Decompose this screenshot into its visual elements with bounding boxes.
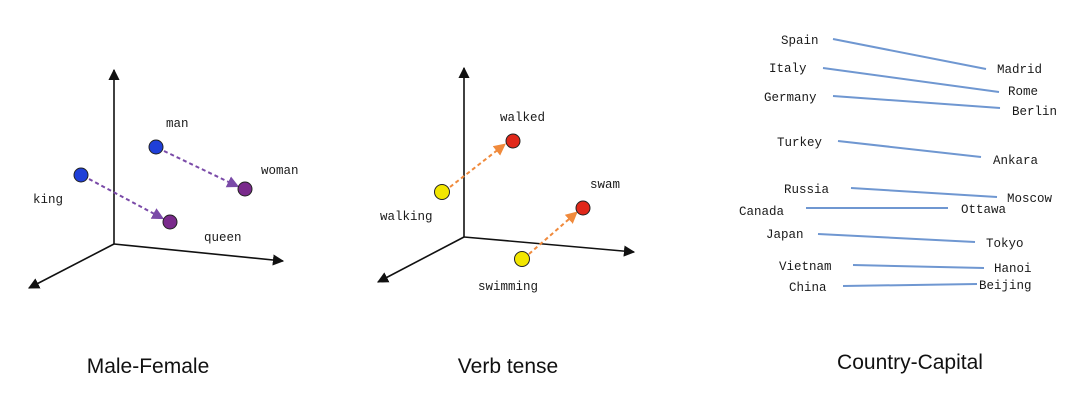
walking-walked-arrow — [449, 143, 506, 188]
male-female-depth-axis — [28, 243, 115, 289]
pair-line-japan-tokyo — [817, 233, 976, 243]
man-woman-arrow — [163, 150, 240, 188]
country-label-canada: Canada — [739, 205, 785, 219]
verb-tense-caption: Verb tense — [458, 355, 558, 378]
verb-tense-depth-axis — [377, 236, 465, 283]
capital-label-rome: Rome — [1008, 85, 1038, 99]
male-female-caption: Male-Female — [87, 355, 210, 378]
male-female-horizontal-axis — [113, 243, 285, 266]
swimming-label: swimming — [478, 280, 538, 294]
king-queen-arrow — [88, 178, 165, 220]
king-label: king — [33, 193, 63, 207]
capital-label-hanoi: Hanoi — [994, 262, 1032, 276]
pair-turkey-ankara: Turkey Ankara — [777, 136, 1039, 168]
pair-line-china-beijing — [842, 283, 978, 287]
verb-tense-axes — [377, 66, 636, 283]
swam-point — [575, 200, 591, 216]
swimming-swam-arrow — [528, 211, 578, 255]
country-capital-caption: Country-Capital — [837, 351, 983, 374]
pair-vietnam-hanoi: Vietnam Hanoi — [779, 260, 1032, 276]
walking-label: walking — [380, 210, 433, 224]
pair-canada-ottawa: Canada Ottawa — [739, 203, 1007, 219]
country-label-russia: Russia — [784, 183, 830, 197]
country-capital-panel: Spain Madrid Italy Rome Germany Berlin T… — [739, 34, 1057, 374]
male-female-axes — [28, 68, 285, 289]
pair-line-germany-berlin — [832, 95, 1001, 109]
pair-japan-tokyo: Japan Tokyo — [766, 228, 1024, 251]
country-label-turkey: Turkey — [777, 136, 823, 150]
man-label: man — [166, 117, 189, 131]
walking-point — [434, 184, 450, 200]
pair-italy-rome: Italy Rome — [769, 62, 1038, 99]
capital-label-berlin: Berlin — [1012, 105, 1057, 119]
swam-label: swam — [590, 178, 620, 192]
woman-label: woman — [261, 164, 299, 178]
pair-germany-berlin: Germany Berlin — [764, 91, 1057, 119]
country-label-china: China — [789, 281, 827, 295]
queen-point — [162, 214, 178, 230]
walked-point — [505, 133, 521, 149]
country-label-germany: Germany — [764, 91, 817, 105]
country-label-japan: Japan — [766, 228, 804, 242]
male-female-panel: man woman king queen Male-Female — [28, 68, 299, 378]
man-point — [148, 139, 164, 155]
pair-china-beijing: China Beijing — [789, 279, 1032, 295]
pair-line-spain-madrid — [832, 38, 987, 70]
capital-label-ottawa: Ottawa — [961, 203, 1007, 217]
verb-tense-panel: walked walking swam swimming Verb tense — [377, 66, 636, 378]
woman-point — [237, 181, 253, 197]
king-point — [73, 167, 89, 183]
country-label-spain: Spain — [781, 34, 819, 48]
capital-label-moscow: Moscow — [1007, 192, 1053, 206]
walked-label: walked — [500, 111, 545, 125]
country-label-italy: Italy — [769, 62, 807, 76]
pair-russia-moscow: Russia Moscow — [784, 183, 1053, 206]
capital-label-tokyo: Tokyo — [986, 237, 1024, 251]
pair-line-vietnam-hanoi — [852, 264, 985, 269]
pair-line-italy-rome — [822, 67, 1000, 93]
capital-label-ankara: Ankara — [993, 154, 1039, 168]
verb-tense-horizontal-axis — [463, 236, 636, 257]
pair-line-turkey-ankara — [837, 140, 982, 158]
pair-line-russia-moscow — [850, 187, 998, 198]
country-label-vietnam: Vietnam — [779, 260, 832, 274]
swimming-point — [514, 251, 530, 267]
country-capital-pairs: Spain Madrid Italy Rome Germany Berlin T… — [739, 34, 1057, 295]
queen-label: queen — [204, 231, 242, 245]
pair-spain-madrid: Spain Madrid — [781, 34, 1042, 77]
capital-label-madrid: Madrid — [997, 63, 1042, 77]
capital-label-beijing: Beijing — [979, 279, 1032, 293]
